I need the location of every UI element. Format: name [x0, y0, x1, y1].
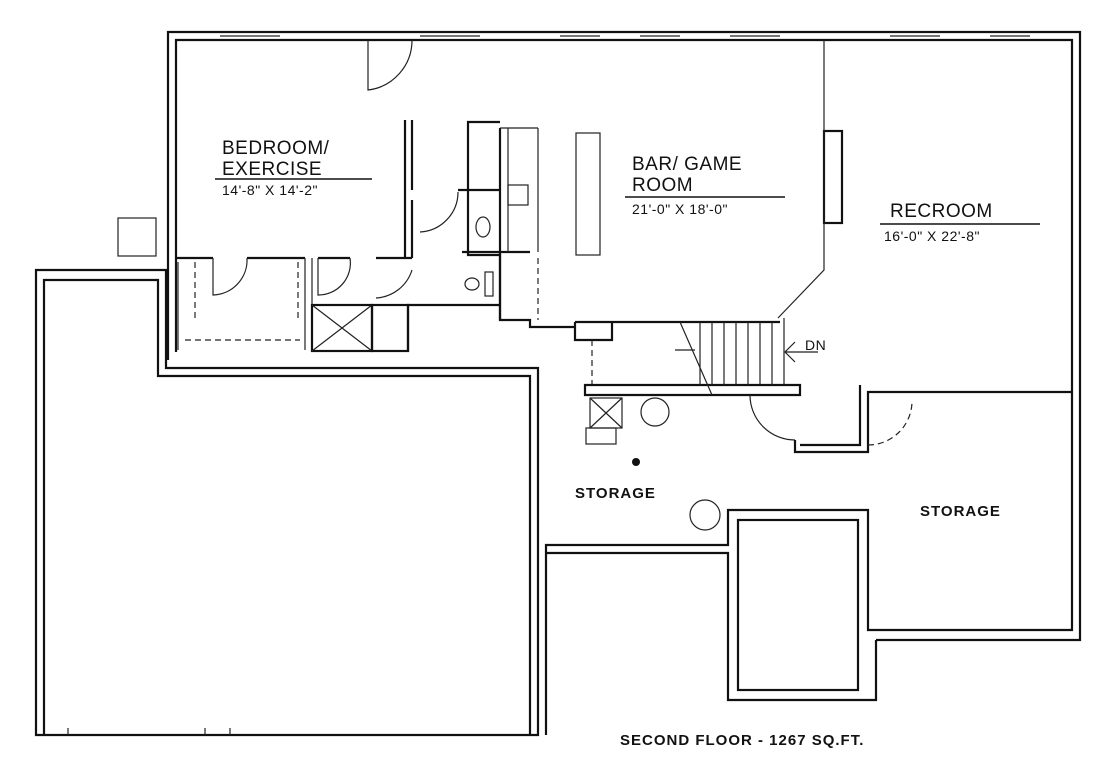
- room-dimensions-bedroom: 14'-8" X 14'-2": [222, 182, 318, 198]
- room-name-bar-line1: BAR/ GAME: [632, 154, 742, 175]
- exterior-walls: [34, 30, 1082, 737]
- storage-label-left: STORAGE: [575, 485, 656, 502]
- room-name-bedroom-line2: EXERCISE: [222, 159, 322, 180]
- room-name-bar-line2: ROOM: [632, 175, 693, 196]
- room-name-bedroom-line1: BEDROOM/: [222, 138, 330, 159]
- room-dimensions-recroom: 16'-0" X 22'-8": [884, 228, 980, 244]
- room-dimensions-bar: 21'-0" X 18'-0": [632, 201, 728, 217]
- stair-down-label: DN: [805, 337, 826, 353]
- storage-label-right: STORAGE: [920, 503, 1001, 520]
- plan-title: SECOND FLOOR - 1267 SQ.FT.: [620, 732, 864, 749]
- room-name-recroom: RECROOM: [890, 201, 993, 222]
- interior-walls: [176, 39, 1072, 531]
